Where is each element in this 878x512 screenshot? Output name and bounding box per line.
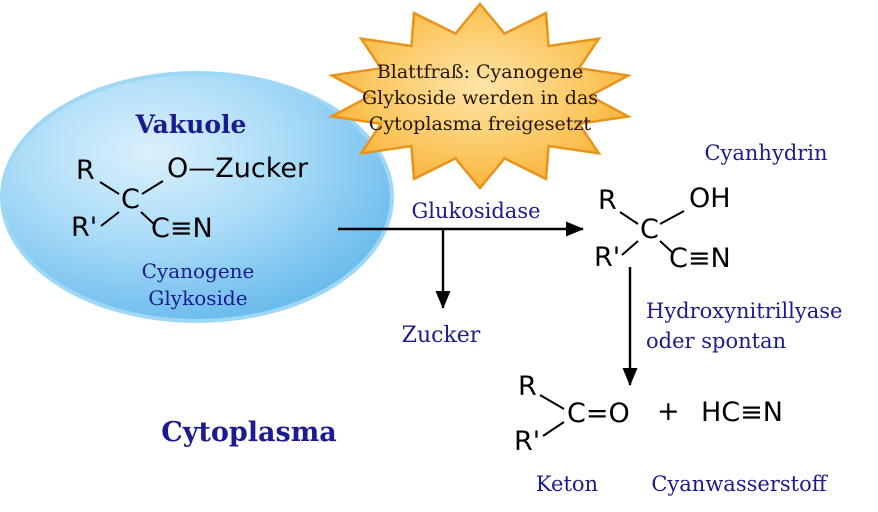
vacuole-formula-bonds (99, 180, 164, 227)
burst-text-line2: Glykoside werden in das (361, 87, 599, 109)
cyanhydrin-formula-bonds (619, 210, 685, 256)
bond-line (659, 240, 674, 254)
bond-line (619, 211, 639, 225)
zucker-label: Zucker (401, 323, 481, 348)
keton-formula-co: C=O (567, 398, 630, 429)
cyanhydrin-formula-r-prime: R' (594, 242, 621, 273)
cyanogene-glykoside-label-line2: Glykoside (148, 286, 248, 310)
cytoplasma-label: Cytoplasma (161, 417, 337, 448)
burst-text-line1: Blattfraß: Cyanogene (376, 61, 584, 83)
burst-callout: Blattfraß: Cyanogene Glykoside werden in… (345, 59, 615, 137)
bond-line (542, 421, 565, 437)
cyanogene-glykoside-label-line1: Cyanogene (141, 259, 255, 283)
bond-line (539, 394, 565, 410)
bond-line (100, 211, 120, 227)
cyanhydrin-formula-c: C (640, 214, 659, 245)
keton-formula-bonds (539, 394, 565, 437)
vacuole-ellipse (0, 71, 394, 323)
bond-line (621, 240, 639, 256)
hcn-formula: HC≡N (701, 397, 783, 428)
hydroxynitrillyase-label-line1: Hydroxynitrillyase (646, 299, 843, 323)
glukosidase-label: Glukosidase (411, 199, 541, 223)
cyanhydrin-formula-r: R (598, 185, 617, 216)
bond-line (140, 211, 156, 226)
cyanogene-glykoside-label: Cyanogene Glykoside (142, 258, 255, 312)
cyanwasserstoff-label: Cyanwasserstoff (651, 472, 827, 496)
vacuole-title: Vakuole (135, 110, 247, 139)
vacuole-formula-r-prime: R' (71, 212, 98, 243)
burst-shape (327, 2, 633, 190)
hydroxynitrillyase-label: Hydroxynitrillyase oder spontan (646, 296, 842, 356)
hydroxynitrillyase-label-line2: oder spontan (646, 329, 787, 353)
bond-line (99, 181, 120, 195)
cyanhydrin-label: Cyanhydrin (704, 141, 828, 165)
bond-line (659, 210, 685, 225)
vacuole-formula-o-sugar: O—Zucker (167, 153, 309, 184)
plus-sign: + (657, 396, 680, 427)
vacuole-formula-cn: C≡N (151, 213, 213, 244)
cyanhydrin-formula-oh: OH (689, 183, 731, 214)
keton-formula-r-prime: R' (514, 426, 541, 457)
bond-line (141, 180, 164, 195)
burst-text-line3: Cytoplasma freigesetzt (368, 113, 592, 135)
keton-label: Keton (535, 472, 599, 496)
vacuole-formula-c: C (121, 184, 140, 215)
reaction-arrows (338, 221, 638, 386)
keton-formula-r: R (518, 371, 537, 402)
vacuole-formula-r: R (76, 155, 95, 186)
cyanhydrin-formula-cn: C≡N (669, 243, 731, 274)
